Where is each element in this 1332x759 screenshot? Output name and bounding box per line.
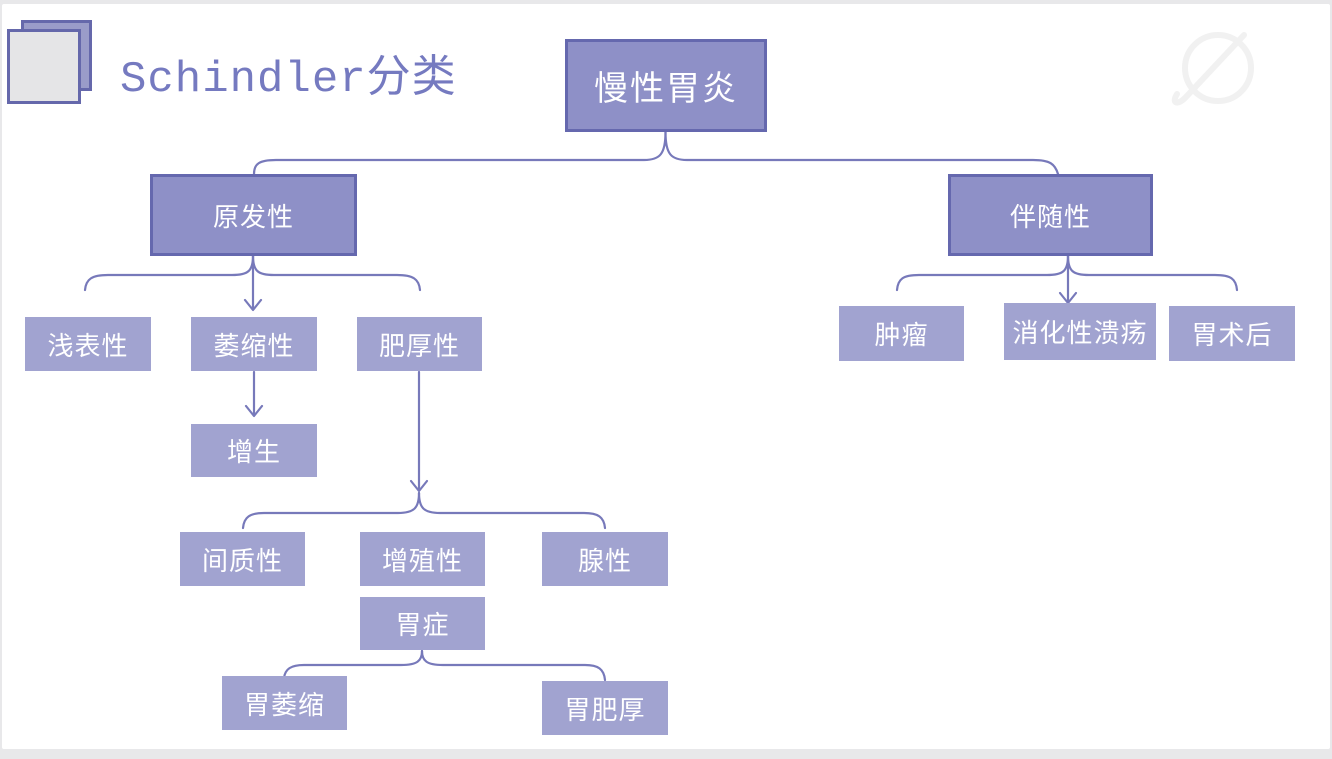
edge-root-primary	[252, 130, 667, 176]
front-square	[7, 29, 81, 104]
page-title[interactable]: Schindler分类	[120, 55, 457, 105]
edge-accompanying-right	[1066, 254, 1239, 292]
node-accompanying[interactable]: 伴随性	[948, 174, 1153, 256]
node-gastropathy[interactable]: 胃症	[360, 597, 485, 650]
edge-primary-right	[251, 254, 422, 292]
node-post-surgery[interactable]: 胃术后	[1169, 306, 1295, 361]
node-interstitial[interactable]: 间质性	[180, 532, 305, 586]
edge-gastropathy-left	[282, 649, 424, 680]
edge-hypertrophic-left	[241, 491, 421, 530]
node-tumor[interactable]: 肿瘤	[839, 306, 964, 361]
node-superficial[interactable]: 浅表性	[25, 317, 151, 371]
node-peptic-ulcer[interactable]: 消化性溃疡	[1004, 303, 1156, 360]
planet-circle-slash-icon	[1171, 32, 1254, 106]
node-glandular[interactable]: 腺性	[542, 532, 668, 586]
node-proliferative[interactable]: 增殖性	[360, 532, 485, 586]
node-atrophic[interactable]: 萎缩性	[191, 317, 317, 371]
edge-hypertrophic-right	[417, 491, 607, 530]
arrowhead	[1058, 291, 1078, 305]
node-primary[interactable]: 原发性	[150, 174, 357, 256]
edge-root-accompanying	[664, 130, 1060, 176]
node-gastric-hypertrophy[interactable]: 胃肥厚	[542, 681, 668, 735]
arrowhead	[244, 404, 264, 418]
node-chronic-gastritis[interactable]: 慢性胃炎	[565, 39, 767, 132]
edge-primary-left	[83, 254, 255, 292]
edge-gastropathy-right	[420, 649, 607, 682]
node-hypertrophic[interactable]: 肥厚性	[357, 317, 482, 371]
node-hyperplasia[interactable]: 增生	[191, 424, 317, 477]
node-gastric-atrophy[interactable]: 胃萎缩	[222, 676, 347, 730]
overlapping-squares-icon	[2, 4, 112, 119]
arrowhead	[243, 298, 263, 312]
arrowhead	[409, 479, 429, 493]
slide-canvas: Schindler分类 慢性胃炎 原发性 伴随性 浅表性 萎缩性 肥厚性 增生 …	[2, 4, 1330, 749]
edge-accompanying-left	[895, 254, 1070, 292]
